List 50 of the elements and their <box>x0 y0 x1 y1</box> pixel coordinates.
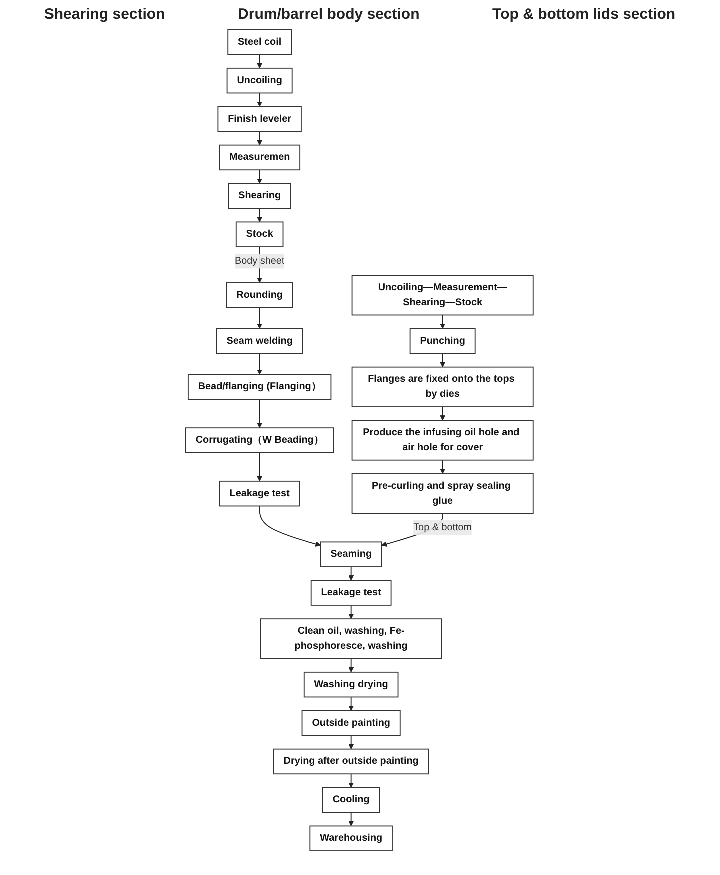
arrow <box>257 92 263 108</box>
section-heading: Drum/barrel body section <box>238 6 420 23</box>
arrow <box>348 735 354 750</box>
node-box: Flanges are fixed onto the tops by dies <box>352 366 534 408</box>
node-box: Rounding <box>226 282 294 308</box>
node-box: Corrugating（W Beading） <box>186 428 334 454</box>
node-box: Uncoiling <box>227 68 294 94</box>
node-box: Produce the infusing oil hole and air hole for cover <box>352 420 534 461</box>
section-heading: Shearing section <box>44 6 166 23</box>
node-box: Stock <box>236 222 284 248</box>
arrow <box>440 353 446 368</box>
edge-label: Top & bottom <box>414 522 472 533</box>
arrow <box>348 812 354 826</box>
node-box: Leakage test <box>311 580 392 606</box>
node-box: Shearing <box>228 183 292 210</box>
arrow <box>440 314 446 330</box>
node-box: Bead/flanging (Flanging） <box>188 374 332 400</box>
node-box: Drying after outside painting <box>274 748 430 775</box>
arrow <box>257 307 263 330</box>
arrow <box>257 131 263 146</box>
arrow <box>440 406 446 421</box>
node-box: Steel coil <box>228 30 292 56</box>
arrow <box>348 605 354 620</box>
node-box: Pre-curling and spray sealing glue <box>352 474 534 514</box>
arrow <box>348 658 354 673</box>
arrow <box>260 506 322 547</box>
arrow <box>257 54 263 69</box>
node-box: Washing drying <box>304 672 400 698</box>
node-box: Uncoiling—Measurement—Shearing—Stock <box>352 275 534 316</box>
node-box: Cooling <box>322 787 380 814</box>
node-box: Leakage test <box>220 480 301 507</box>
arrow <box>348 696 354 712</box>
arrow <box>257 170 263 184</box>
arrow <box>257 353 263 376</box>
node-box: Seam welding <box>216 328 304 354</box>
section-heading: Top & bottom lids section <box>492 6 676 23</box>
node-box: Punching <box>410 328 476 354</box>
node-box: Seaming <box>320 542 383 568</box>
node-box: Warehousing <box>310 826 394 852</box>
arrow <box>348 774 354 788</box>
node-box: Clean oil, washing, Fe-phosphoresce, washing <box>260 618 443 660</box>
node-box: Measuremen <box>219 144 301 171</box>
arrow <box>257 399 263 428</box>
arrow <box>348 566 354 581</box>
arrow <box>440 460 446 474</box>
arrow <box>257 452 263 482</box>
edge-label: Body sheet <box>235 256 285 266</box>
node-box: Outside painting <box>302 710 402 736</box>
node-box: Finish leveler <box>218 106 302 132</box>
arrow <box>257 208 263 222</box>
